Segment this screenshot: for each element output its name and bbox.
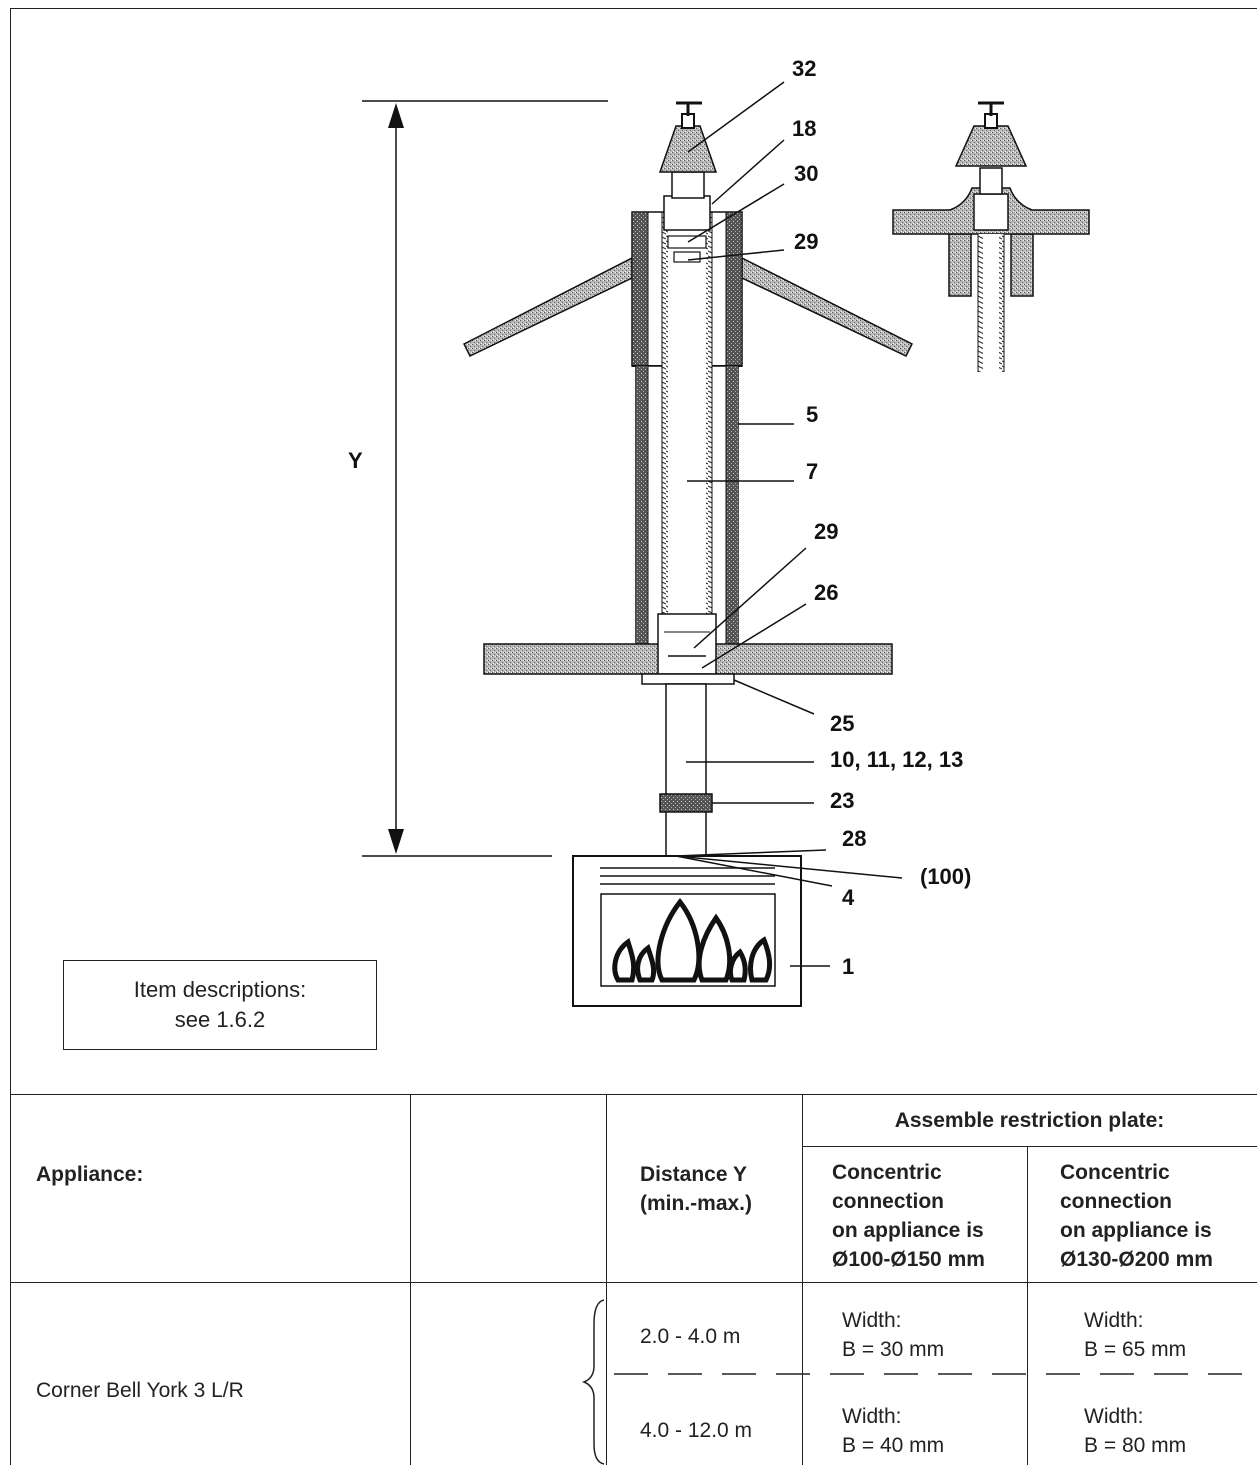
group-header-divider xyxy=(802,1146,1257,1147)
callout-1: 1 xyxy=(842,954,854,979)
range-dashed-divider xyxy=(614,1373,1257,1375)
leader-lines xyxy=(675,81,903,967)
header-concentric-130-200: Concentric connection on appliance is Ø1… xyxy=(1060,1161,1213,1271)
callout-25: 25 xyxy=(830,711,854,736)
callout-5: 5 xyxy=(806,402,818,427)
range-2-distance: 4.0 - 12.0 m xyxy=(640,1419,753,1442)
connecting-pipe xyxy=(659,683,713,857)
inner-pipe xyxy=(661,212,713,642)
flames xyxy=(612,897,773,983)
range-2-width-a: Width: B = 40 mm xyxy=(842,1405,945,1457)
callout-30: 30 xyxy=(794,161,818,186)
flue-installation-diagram: Y xyxy=(348,56,1090,1007)
callout-26: 26 xyxy=(814,580,838,605)
callout-7: 7 xyxy=(806,459,818,484)
callout-23: 23 xyxy=(830,788,854,813)
header-distance: Distance Y (min.-max.) xyxy=(640,1163,753,1215)
item-descriptions-note: Item descriptions: see 1.6.2 xyxy=(63,960,377,1050)
callout-28: 28 xyxy=(842,826,866,851)
detail-view xyxy=(892,101,1090,372)
callout-4: 4 xyxy=(842,885,855,910)
callout-18: 18 xyxy=(792,116,816,141)
note-line-2: see 1.6.2 xyxy=(174,1007,266,1032)
dimension-y-label: Y xyxy=(348,448,363,473)
drawing-frame xyxy=(10,8,1257,1465)
restriction-plate-table: Appliance: Distance Y (min.-max.) Assemb… xyxy=(10,1094,1257,1465)
appliance-box xyxy=(572,855,802,1007)
dimension-y: Y xyxy=(348,100,608,857)
callout-10-13: 10, 11, 12, 13 xyxy=(830,747,963,772)
note-line-1: Item descriptions: xyxy=(133,977,307,1002)
range-1-distance: 2.0 - 4.0 m xyxy=(640,1325,741,1348)
header-concentric-100-150: Concentric connection on appliance is Ø1… xyxy=(832,1161,985,1271)
range-brace xyxy=(581,1299,605,1465)
row-appliance-name: Corner Bell York 3 L/R xyxy=(36,1379,244,1402)
ceiling xyxy=(483,613,893,685)
table-top-border xyxy=(10,1094,1257,1095)
callout-29-bottom: 29 xyxy=(814,519,838,544)
header-appliance: Appliance: xyxy=(36,1163,144,1186)
range-2-width-b: Width: B = 80 mm xyxy=(1084,1405,1187,1457)
header-restriction-plate: Assemble restriction plate: xyxy=(894,1109,1165,1132)
callout-32: 32 xyxy=(792,56,816,81)
callout-100: (100) xyxy=(920,864,971,889)
header-bottom-border xyxy=(10,1282,1257,1283)
roof-terminal xyxy=(658,101,718,263)
callout-labels: 32 18 30 29 5 7 29 26 25 10, 11, 12, 13 … xyxy=(792,56,971,979)
range-1-width-a: Width: B = 30 mm xyxy=(842,1309,945,1361)
range-1-width-b: Width: B = 65 mm xyxy=(1084,1309,1187,1361)
callout-29-top: 29 xyxy=(794,229,818,254)
